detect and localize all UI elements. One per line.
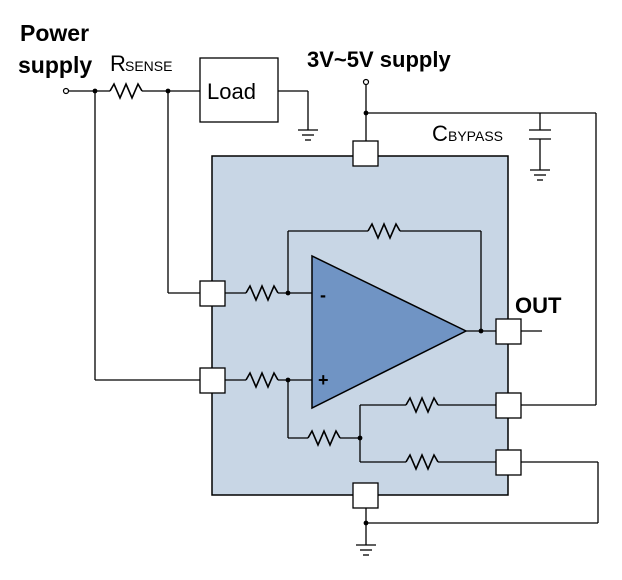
- ic-pin-out: [495, 318, 522, 345]
- supply-terminal: [362, 78, 370, 86]
- ic-pin-gnd: [352, 482, 379, 509]
- ic-pin-ref2: [495, 449, 522, 476]
- load-label: Load: [207, 79, 256, 104]
- opamp-triangle: [311, 254, 468, 410]
- rsense-subscript: SENSE: [125, 58, 172, 74]
- cbypass-subscript: BYPASS: [448, 128, 503, 144]
- ic-pin-vcc: [352, 140, 379, 167]
- ic-pin-in-minus: [199, 280, 226, 307]
- node-dot: [478, 328, 484, 334]
- supply-voltage-label: 3V~5V supply: [307, 47, 451, 72]
- divider-resistor-bottom: [405, 452, 439, 472]
- input-resistor-plus: [245, 370, 279, 390]
- load-box: [199, 57, 279, 123]
- ground-icon: [298, 129, 318, 141]
- out-label: OUT: [515, 293, 562, 318]
- power-supply-label-line2: supply: [18, 52, 92, 78]
- divider-resistor-top: [405, 395, 439, 415]
- ground-icon: [356, 544, 376, 556]
- rsense-label: R: [110, 51, 126, 76]
- feedback-resistor: [367, 221, 401, 241]
- rsense-resistor: [109, 81, 143, 101]
- cbypass-label: C: [432, 121, 448, 146]
- opamp-minus-label: -: [320, 285, 326, 305]
- cbypass-capacitor: [529, 129, 551, 140]
- ground-icon: [530, 169, 550, 181]
- divider-resistor-mid: [307, 428, 341, 448]
- opamp-plus-label: +: [318, 370, 329, 390]
- input-resistor-minus: [245, 283, 279, 303]
- ic-pin-in-plus: [199, 367, 226, 394]
- ic-pin-ref1: [495, 392, 522, 419]
- power-supply-label-line1: Power: [20, 20, 89, 46]
- power-supply-terminal: [62, 87, 70, 95]
